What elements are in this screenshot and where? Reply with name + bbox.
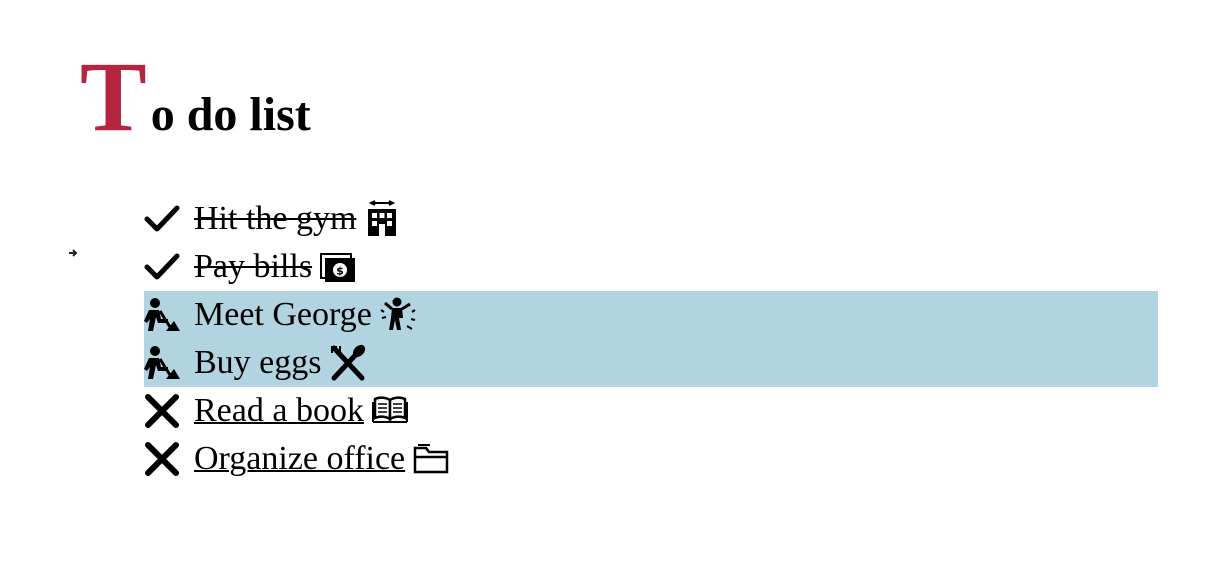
todo-list: Hit the gym Pay — [144, 195, 1158, 483]
task-row[interactable]: Organize office — [144, 435, 1158, 483]
svg-text:$: $ — [336, 265, 344, 278]
open-book-icon — [370, 391, 410, 431]
task-row[interactable]: Read a book — [144, 387, 1158, 435]
cross-icon[interactable] — [144, 391, 182, 431]
construction-worker-icon[interactable] — [144, 295, 182, 335]
title-dropcap: T — [80, 41, 147, 152]
task-row[interactable]: Hit the gym — [144, 195, 1158, 243]
mouse-cursor-icon — [68, 248, 80, 258]
task-row[interactable]: Buy eggs — [144, 339, 1158, 387]
cross-icon[interactable] — [144, 439, 182, 479]
checkmark-icon[interactable] — [144, 247, 182, 287]
task-label: Pay bills — [194, 248, 313, 285]
task-label: Read a book — [194, 392, 364, 429]
utensils-icon — [328, 343, 368, 383]
task-row[interactable]: Meet George — [144, 291, 1158, 339]
page-title: To do list — [80, 47, 311, 147]
party-person-icon — [378, 295, 418, 335]
task-label: Buy eggs — [194, 344, 322, 381]
task-row[interactable]: Pay bills $ — [144, 243, 1158, 291]
task-label: Hit the gym — [194, 200, 357, 237]
title-text: o do list — [150, 88, 311, 141]
task-label: Organize office — [194, 440, 406, 477]
money-icon: $ — [318, 247, 358, 287]
checkmark-icon[interactable] — [144, 199, 182, 239]
building-icon — [362, 199, 402, 239]
task-label: Meet George — [194, 296, 372, 333]
construction-worker-icon[interactable] — [144, 343, 182, 383]
folder-icon — [411, 439, 451, 479]
